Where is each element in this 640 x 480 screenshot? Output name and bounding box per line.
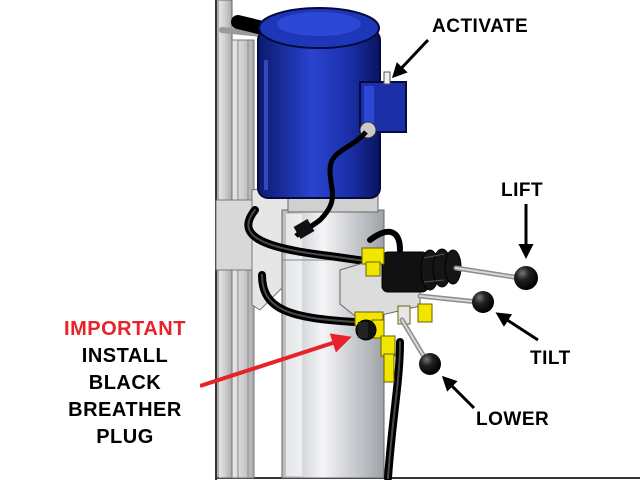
breather-plug-arrow xyxy=(199,333,352,388)
activate-label: ACTIVATE xyxy=(432,16,529,37)
note-line: BREATHER xyxy=(68,399,182,421)
lower-arrow xyxy=(441,375,476,410)
hydraulic-hoses xyxy=(244,206,404,480)
note-line: INSTALL xyxy=(81,345,169,367)
note-line: BLACK xyxy=(88,372,162,394)
lift-label: LIFT xyxy=(501,180,544,201)
lower-knob xyxy=(419,353,441,375)
control-levers xyxy=(399,265,523,363)
breather-plug xyxy=(355,319,377,341)
brass-fittings xyxy=(354,247,433,383)
note-line: PLUG xyxy=(96,426,154,448)
activate-switch-box xyxy=(359,71,407,139)
breather-plug-note: IMPORTANT INSTALL BLACK BREATHER PLUG xyxy=(50,316,200,451)
tilt-knob xyxy=(472,291,494,313)
lower-label: LOWER xyxy=(476,409,550,430)
lift-knob xyxy=(514,266,538,290)
important-heading: IMPORTANT xyxy=(64,318,186,340)
support-posts xyxy=(215,0,257,479)
control-valve-block xyxy=(339,248,462,321)
electric-motor xyxy=(257,7,381,213)
activate-arrow xyxy=(391,38,430,79)
tilt-label: TILT xyxy=(530,348,571,369)
tilt-arrow xyxy=(495,312,539,342)
